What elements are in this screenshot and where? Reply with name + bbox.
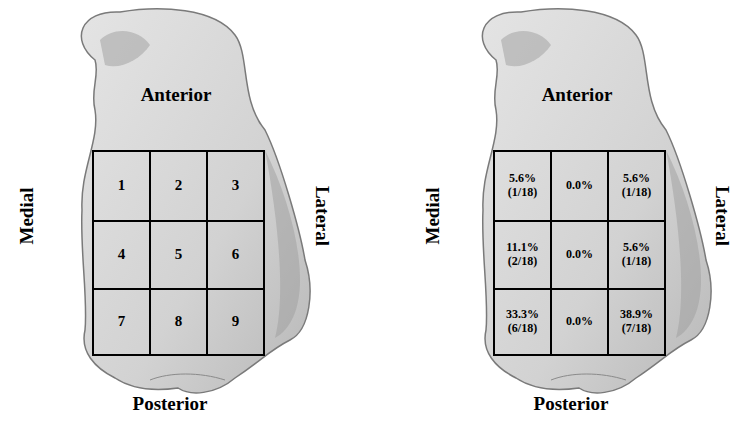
region-percentage: 5.6% (1/18)	[614, 172, 660, 200]
grid-cell: 38.9% (7/18)	[607, 288, 666, 356]
direction-label: Posterior	[534, 393, 609, 415]
grid-cell: 8	[149, 288, 208, 356]
region-percentage: 11.1% (2/18)	[500, 241, 546, 269]
direction-label: Medial	[15, 188, 37, 245]
region-percentage: 0.0%	[566, 315, 593, 329]
grid-cell: 5.6% (1/18)	[607, 220, 666, 290]
grid-cell: 0.0%	[550, 288, 609, 356]
direction-label: Lateral	[711, 186, 733, 246]
grid-cell: 0.0%	[550, 220, 609, 290]
region-percentage: 0.0%	[566, 179, 593, 193]
grid-cell: 33.3% (6/18)	[493, 288, 552, 356]
region-number: 8	[175, 313, 183, 330]
region-number: 9	[232, 313, 240, 330]
region-percentage: 33.3% (6/18)	[500, 308, 546, 336]
region-percentage: 38.9% (7/18)	[614, 308, 660, 336]
region-percentage: 0.0%	[566, 248, 593, 262]
grid-cell: 6	[206, 220, 265, 290]
direction-label: Lateral	[311, 186, 333, 246]
region-number: 1	[118, 177, 126, 194]
region-number: 6	[232, 246, 240, 263]
talus-bone	[81, 9, 310, 393]
grid-cell: 5.6% (1/18)	[493, 150, 552, 222]
direction-label: Anterior	[141, 84, 212, 106]
direction-label: Anterior	[542, 84, 613, 106]
grid-cell: 5	[149, 220, 208, 290]
grid-cell: 7	[92, 288, 151, 356]
region-number: 5	[175, 246, 183, 263]
direction-label: Posterior	[133, 393, 208, 415]
region-number: 4	[118, 246, 126, 263]
region-number: 7	[118, 313, 126, 330]
region-percentage: 5.6% (1/18)	[614, 241, 660, 269]
grid-cell: 5.6% (1/18)	[607, 150, 666, 222]
grid-cell: 3	[206, 150, 265, 222]
grid-cell: 4	[92, 220, 151, 290]
grid-cell: 9	[206, 288, 265, 356]
grid-cell: 11.1% (2/18)	[493, 220, 552, 290]
grid-cell: 1	[92, 150, 151, 222]
grid-cell: 2	[149, 150, 208, 222]
grid-cell: 0.0%	[550, 150, 609, 222]
direction-label: Medial	[421, 188, 443, 245]
region-percentage: 5.6% (1/18)	[500, 172, 546, 200]
region-number: 2	[175, 177, 183, 194]
region-number: 3	[232, 177, 240, 194]
